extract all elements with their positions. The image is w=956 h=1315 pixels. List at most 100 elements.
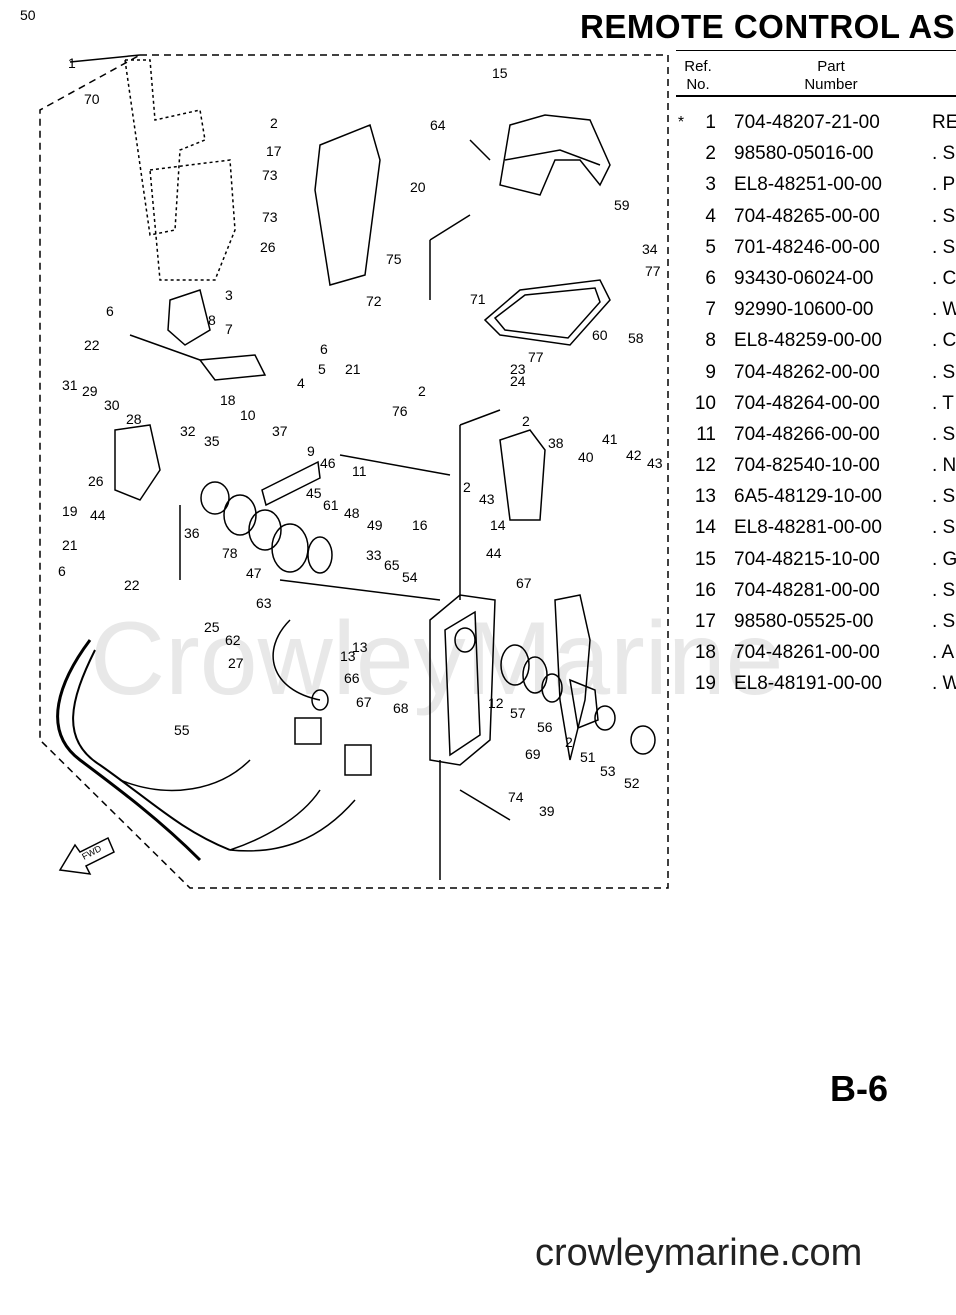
part-header-line1: Part — [817, 58, 845, 75]
ref-no: 12 — [694, 455, 716, 477]
ref-no: 3 — [705, 174, 716, 196]
ref-no: 2 — [705, 143, 716, 165]
callout-label: 2 — [463, 479, 471, 495]
callout-label: 6 — [320, 341, 328, 357]
callout-label: 47 — [246, 565, 262, 581]
ref-no: 13 — [694, 486, 716, 508]
table-header-rule — [676, 95, 956, 97]
callout-label: 52 — [624, 775, 640, 791]
ref-no: 19 — [694, 673, 716, 695]
ref-no: 10 — [694, 392, 716, 414]
callout-label: 67 — [516, 575, 532, 591]
callout-label: 29 — [82, 383, 98, 399]
description: . S — [932, 205, 956, 227]
description: . N — [932, 455, 956, 477]
description: . S — [932, 143, 956, 165]
part-number: 6A5-48129-10-00 — [734, 486, 882, 508]
description: . A — [932, 642, 955, 664]
callout-label: 37 — [272, 423, 288, 439]
callout-label: 8 — [208, 312, 216, 328]
description: . S — [932, 361, 956, 383]
callout-label: 13 — [352, 639, 368, 655]
callout-label: 58 — [628, 330, 644, 346]
callout-label: 2 — [418, 383, 426, 399]
callout-label: 10 — [240, 407, 256, 423]
description: . S — [932, 517, 956, 539]
callout-label: 15 — [492, 65, 508, 81]
callout-label: 49 — [367, 517, 383, 533]
callout-label: 73 — [262, 209, 278, 225]
description: . W — [932, 299, 956, 321]
callout-label: 14 — [490, 517, 506, 533]
callout-label: 6 — [58, 563, 66, 579]
callout-label: 2 — [270, 115, 278, 131]
callout-label: 26 — [88, 473, 104, 489]
ref-no: 9 — [705, 361, 716, 383]
callout-label: 63 — [256, 595, 272, 611]
ref-no: 15 — [694, 548, 716, 570]
callout-label: 7 — [225, 321, 233, 337]
part-number: 704-48264-00-00 — [734, 392, 880, 414]
callout-label: 42 — [626, 447, 642, 463]
callout-label: 1 — [68, 55, 76, 71]
callout-label: 4 — [297, 375, 305, 391]
callout-label: 9 — [307, 443, 315, 459]
footer-url: crowleymarine.com — [535, 1232, 863, 1274]
callout-label: 45 — [306, 485, 322, 501]
ref-no: 11 — [696, 423, 716, 445]
ref-no: 17 — [694, 611, 716, 632]
callout-label: 28 — [126, 411, 142, 427]
callout-label: 38 — [548, 435, 564, 451]
page-code: B-6 — [830, 1068, 889, 1109]
part-number: 704-48266-00-00 — [734, 423, 880, 445]
callout-label: 18 — [220, 392, 236, 408]
table-row[interactable]: 12 704-82540-10-00 . N — [676, 450, 956, 481]
description: . S — [932, 611, 956, 632]
callout-label: 33 — [366, 547, 382, 563]
part-number: 93430-06024-00 — [734, 267, 874, 289]
part-number: 98580-05525-00 — [734, 611, 874, 632]
part-number: 704-48207-21-00 — [734, 112, 880, 133]
callout-label: 43 — [479, 491, 495, 507]
callout-label: 56 — [537, 719, 553, 735]
part-number: EL8-48259-00-00 — [734, 330, 882, 352]
ref-header-line2: No. — [686, 76, 710, 93]
callout-label: 62 — [225, 632, 241, 648]
callout-label: 34 — [642, 241, 658, 257]
callout-label: 50 — [20, 7, 36, 23]
ref-header-line1: Ref. — [684, 58, 712, 75]
callout-label: 72 — [366, 293, 382, 309]
callout-label: 55 — [174, 722, 190, 738]
description: . G — [932, 548, 956, 570]
ref-no: 4 — [705, 205, 716, 227]
table-row[interactable]: 11 704-48266-00-00 . S — [676, 419, 956, 450]
callout-label: 65 — [384, 557, 400, 573]
table-row[interactable]: 17 98580-05525-00 . S — [676, 606, 956, 637]
callout-label: 2 — [522, 413, 530, 429]
callout-label: 71 — [470, 291, 486, 307]
callout-label: 12 — [488, 695, 504, 711]
part-number: 704-82540-10-00 — [734, 455, 880, 477]
description: . C — [932, 267, 956, 289]
description: . S — [932, 423, 956, 445]
callout-label: 23 — [510, 361, 526, 377]
callout-label: 31 — [62, 377, 78, 393]
callout-label: 24 — [510, 373, 526, 389]
callout-label: 40 — [578, 449, 594, 465]
